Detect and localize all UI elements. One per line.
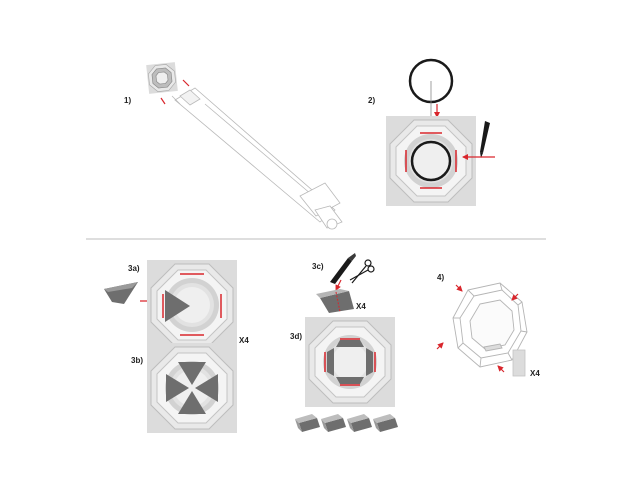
step-2-panel [385,115,477,207]
step-1-mark-right [182,79,190,87]
step-2-label: 2) [368,96,375,105]
step-3d-panel [304,316,396,408]
step-3a-multiplier: X4 [239,336,249,345]
step-4-label: 4) [437,273,444,282]
placed-triangle [165,290,190,322]
step-3b-label: 3b) [131,356,143,365]
step-3a-group: 3a) X4 [104,259,249,351]
foam-piece [316,289,354,313]
step-3c-arrow [335,279,342,291]
step-3c-label: 3c) [312,262,324,271]
step-3b-panel [146,342,238,434]
foam-blocks-row [295,414,398,432]
foam-block [295,414,320,432]
marker-pen-icon [480,121,490,158]
step-3b-triangles [166,362,218,414]
step-4-multiplier: X4 [530,369,540,378]
step-3a-label: 3a) [128,264,140,273]
spacer-strip [512,349,526,377]
telescope-illustration [171,87,343,230]
step-2-tape-marks [405,132,457,189]
foam-block [373,414,398,432]
step-3b-group: 3b) [131,342,238,434]
step-4-arrows [436,284,519,373]
step-1-panel [146,62,178,94]
foam-block [347,414,372,432]
step-1-mark-bottom [160,97,166,105]
step-3d-label: 3d) [290,332,302,341]
step-3c-multiplier: X4 [356,302,366,311]
step-3c-group: 3c) X4 [312,253,375,313]
step-3a-tape-marks [162,273,222,336]
octagon-ring-assembly [452,282,528,368]
scissors-icon [349,259,375,284]
step-1-label: 1) [124,96,131,105]
knife-icon [330,253,356,284]
step-3d-group: 3d) [290,316,398,432]
step-3d-spacers [327,340,373,384]
step-4-group: 4) X4 [436,273,540,378]
loose-triangle-face [104,282,138,292]
step-1-group: 1) [124,62,343,230]
step-2-group: 2) [368,58,495,207]
foam-block [321,414,346,432]
traced-circle [410,140,452,182]
step-3d-tape-marks [324,338,376,386]
